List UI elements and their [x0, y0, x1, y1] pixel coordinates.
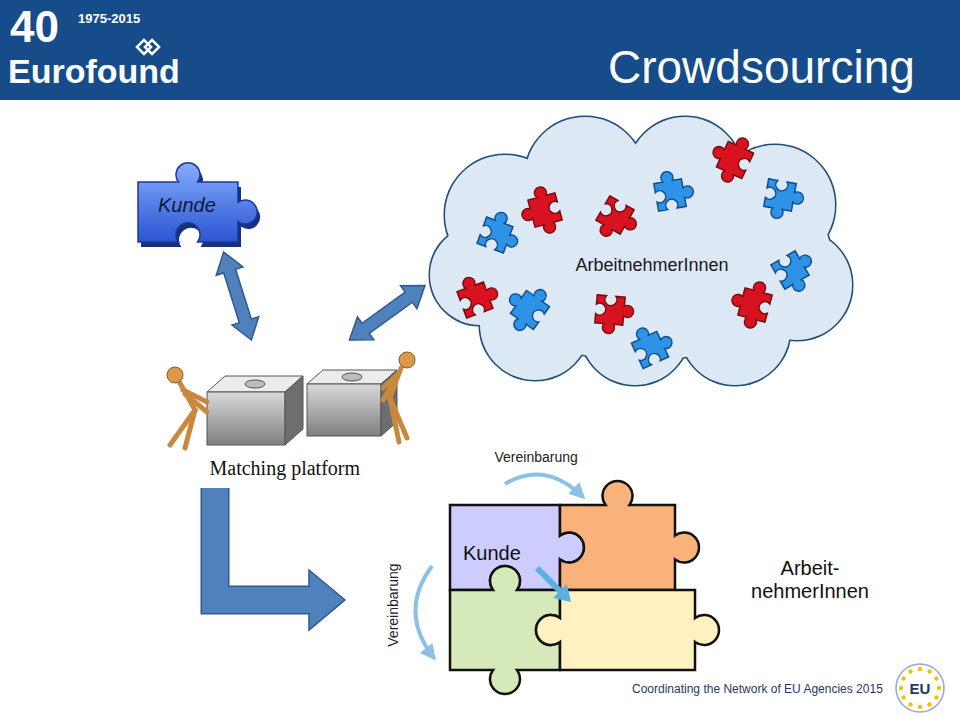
figure-limb: [185, 394, 207, 412]
eu-star: [927, 669, 931, 673]
connector-arrow: [349, 286, 425, 341]
logo-mark: [137, 40, 159, 54]
cloud-body: [580, 275, 690, 385]
worker-piece-red: [516, 184, 565, 239]
arrow-outline: [215, 488, 314, 600]
worker-cloud-shape: [425, 115, 857, 390]
figure-head: [399, 352, 415, 368]
eu-logo-disc: [896, 664, 944, 712]
eu-star: [937, 686, 941, 690]
eu-star: [901, 676, 905, 680]
agreement-label: Vereinbarung: [495, 449, 578, 465]
block-knob: [342, 373, 362, 381]
puzzle-piece: [138, 163, 257, 242]
eu-star: [934, 695, 938, 699]
block-front: [207, 392, 285, 445]
eu-star: [908, 702, 912, 706]
logo-number: 40: [10, 2, 59, 53]
arrow-shaft: [229, 268, 247, 324]
slide-title: Crowdsourcing: [608, 41, 915, 94]
puzzle-piece-node: Kunde: [130, 160, 260, 252]
worker-piece-blue: [762, 179, 806, 223]
node-text: Kunde: [463, 542, 521, 565]
worker-piece-red: [454, 270, 502, 318]
worker-piece-red: [591, 196, 642, 247]
cloud-edge: [680, 275, 790, 385]
eu-star: [899, 686, 903, 690]
node-text: Kunde: [158, 194, 216, 217]
eu-star: [934, 676, 938, 680]
arrow-outline: [229, 268, 247, 324]
connector-arrow: [216, 252, 258, 340]
wooden-figure: [167, 367, 207, 448]
matching-platform: Matching platform: [145, 340, 425, 488]
node-text: ArbeitnehmerInnen: [576, 255, 729, 276]
worker-piece-red: [704, 129, 758, 188]
header-bar: [0, 0, 960, 100]
agreement-arrow: [415, 566, 434, 658]
eu-star: [918, 705, 922, 709]
logo-wordmark: Eurofound: [8, 52, 180, 91]
block-side: [285, 376, 303, 445]
logo-years: 1975-2015: [78, 12, 140, 27]
connector-arrow: [215, 488, 345, 630]
node-text: Matching platform: [210, 457, 361, 480]
arrow-outline: [363, 295, 411, 330]
agreement-arrow: [505, 475, 583, 497]
puzzle-piece: [536, 590, 719, 670]
figure-limb: [390, 398, 399, 442]
block-front: [307, 384, 381, 436]
puzzle-group-shape: [345, 462, 720, 705]
cloud-edge: [580, 275, 690, 385]
arrow-shaft: [215, 488, 314, 600]
figure-limb: [185, 410, 195, 448]
cloud-outline: [430, 117, 852, 385]
eu-star: [918, 667, 922, 671]
assignment-arrow-head: [553, 584, 571, 602]
assignment-arrow: [537, 568, 563, 594]
arrow-shaft: [363, 295, 411, 330]
puzzle-piece: [560, 481, 699, 590]
worker-piece-blue: [497, 277, 555, 337]
logo-square: [145, 40, 159, 54]
eu-star: [901, 695, 905, 699]
figure-limb: [383, 380, 395, 400]
eu-logo-text: EU: [910, 680, 931, 697]
worker-piece-blue: [627, 319, 677, 369]
worker-piece-blue: [771, 246, 822, 297]
wooden-figure: [383, 352, 415, 442]
block-knob: [245, 380, 265, 388]
cloud-fill: [430, 117, 852, 385]
puzzle-group: Kunde: [345, 462, 720, 705]
figure-head: [167, 367, 183, 383]
eu-logo: [896, 664, 944, 712]
agreement-label: Vereinbarung: [384, 563, 400, 646]
cloud-body: [680, 275, 790, 385]
worker-label: Arbeit- nehmerInnen: [735, 557, 885, 603]
worker-piece-blue: [652, 168, 696, 212]
footer-note: Coordinating the Network of EU Agencies …: [632, 683, 883, 697]
eu-star: [927, 702, 931, 706]
worker-piece-red: [726, 276, 775, 331]
worker-piece-red: [594, 295, 635, 336]
worker-piece-blue: [477, 208, 525, 256]
worker-cloud: ArbeitnehmerInnen: [425, 115, 857, 390]
eu-star: [908, 669, 912, 673]
